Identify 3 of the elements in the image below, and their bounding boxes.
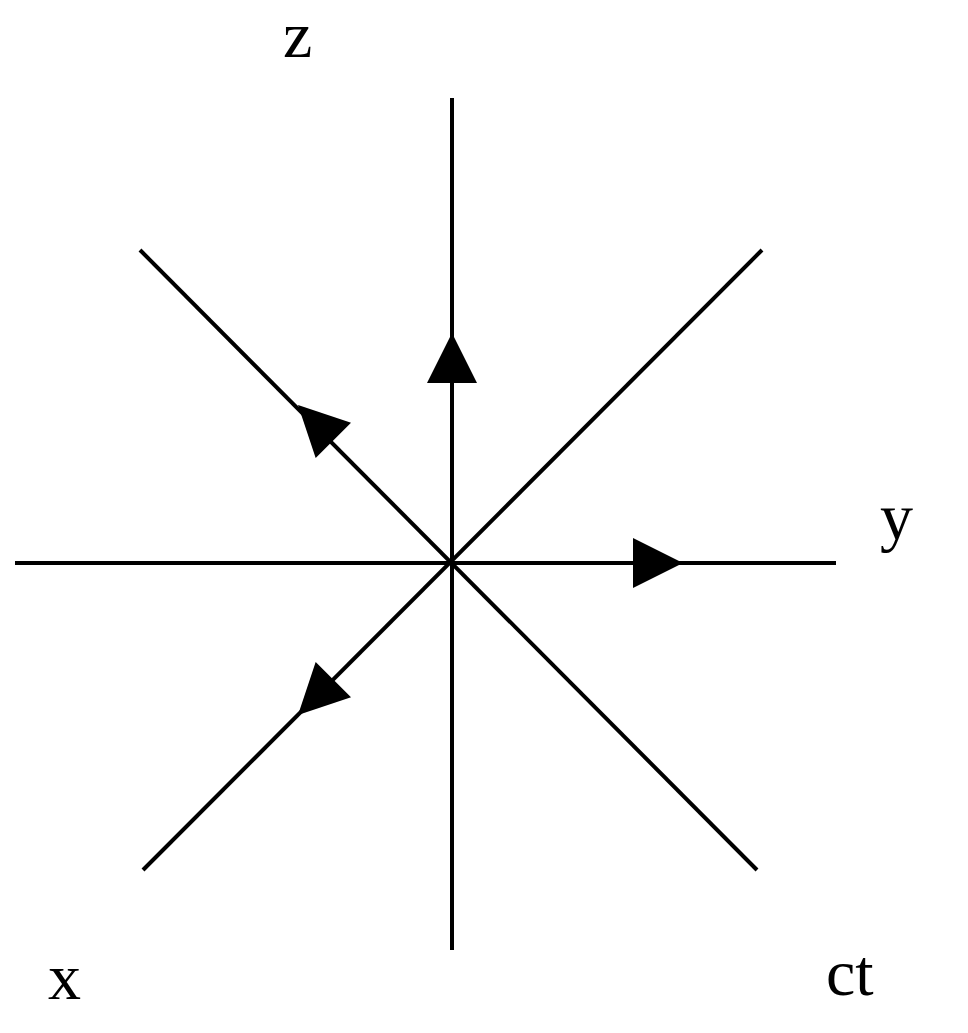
- axis-label: ct: [826, 940, 874, 1006]
- axis-label: z: [283, 2, 313, 68]
- axis-label: x: [48, 944, 81, 1010]
